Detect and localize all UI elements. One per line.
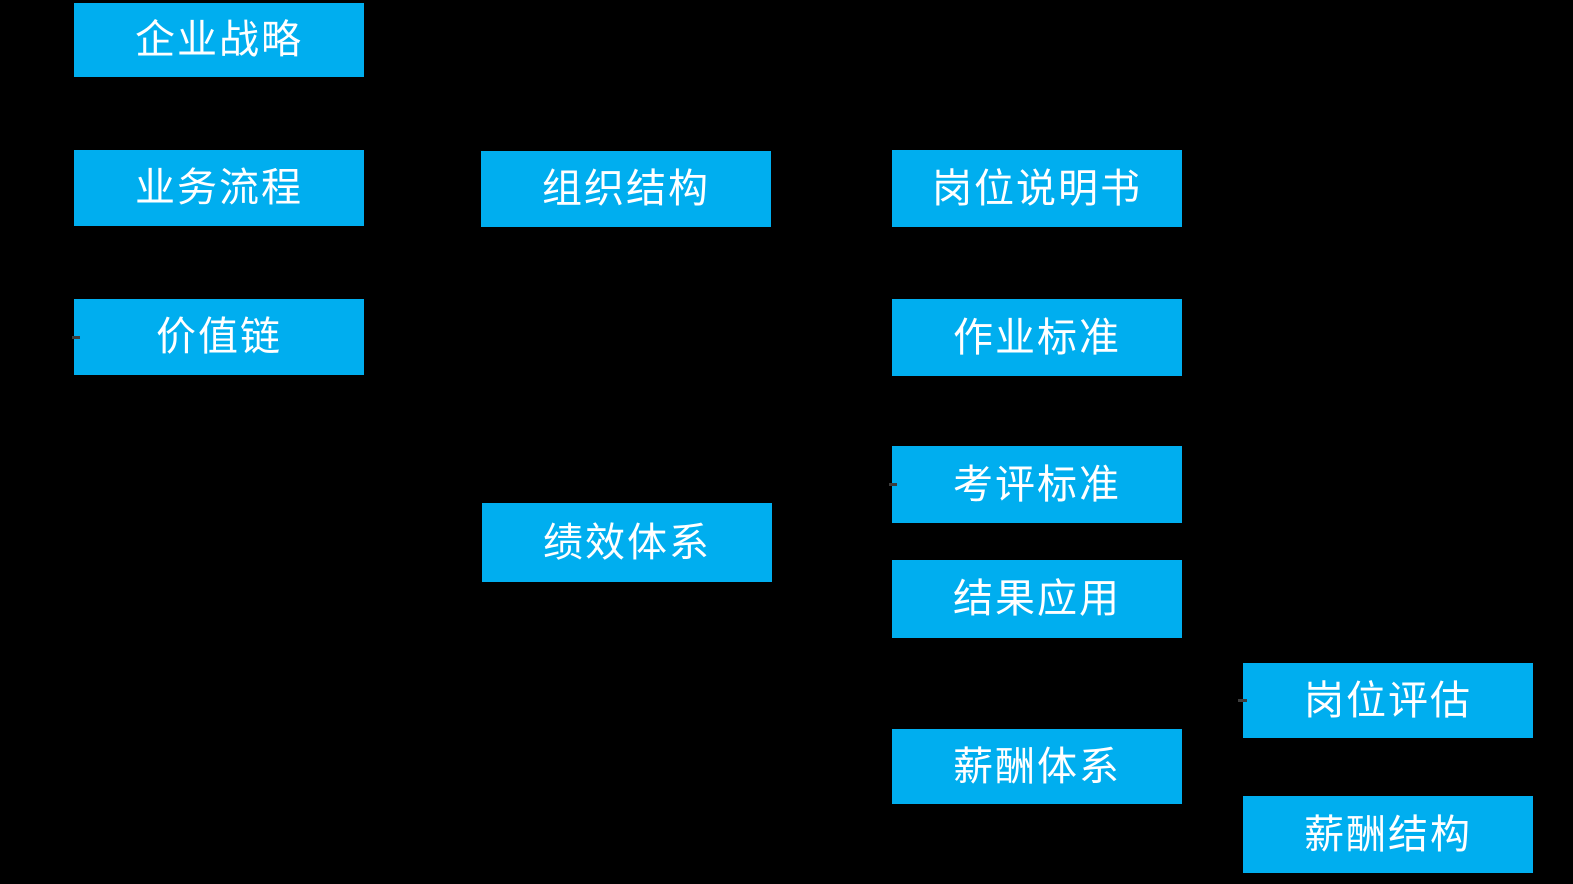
connector-dash-evaluation-standard (889, 483, 897, 486)
node-compensation-system: 薪酬体系 (892, 729, 1182, 804)
node-evaluation-standard: 考评标准 (892, 446, 1182, 523)
node-result-application: 结果应用 (892, 560, 1182, 638)
node-performance-system: 绩效体系 (482, 503, 772, 582)
node-business-process: 业务流程 (74, 150, 364, 226)
node-job-description: 岗位说明书 (892, 150, 1182, 227)
node-compensation-structure: 薪酬结构 (1243, 796, 1533, 873)
node-work-standard: 作业标准 (892, 299, 1182, 376)
connector-dash-value-chain (72, 336, 80, 339)
node-enterprise-strategy: 企业战略 (74, 3, 364, 77)
node-job-evaluation: 岗位评估 (1243, 663, 1533, 738)
connector-dash-job-evaluation (1238, 699, 1247, 702)
node-org-structure: 组织结构 (481, 151, 771, 227)
node-value-chain: 价值链 (74, 299, 364, 375)
